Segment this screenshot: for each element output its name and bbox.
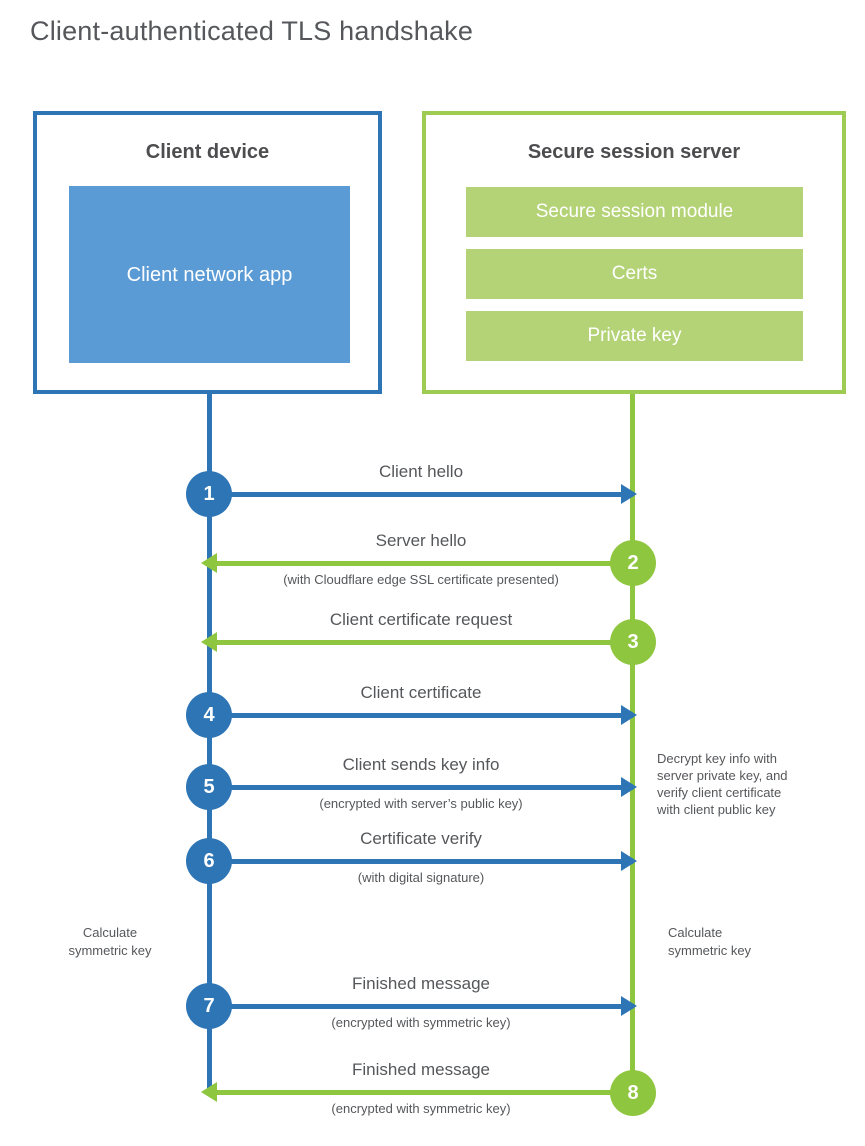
arrowhead-right-icon — [621, 484, 637, 504]
secure-session-server-title: Secure session server — [527, 141, 741, 163]
calculate-symmetric-key-note-client: Calculate symmetric key — [68, 925, 152, 958]
arrow-client-to-server — [209, 492, 633, 497]
arrow-server-to-client — [209, 640, 633, 645]
arrowhead-left-icon — [201, 632, 217, 652]
message-label: Certificate verify — [360, 829, 482, 848]
arrow-client-to-server — [209, 1004, 633, 1009]
client-network-app-box: Client network app — [69, 186, 350, 363]
client-device-box: Client device Client network app — [33, 111, 382, 394]
message-label: Client hello — [378, 462, 464, 481]
client-lifeline — [207, 394, 212, 1094]
client-device-title: Client device — [145, 141, 270, 163]
arrowhead-left-icon — [201, 553, 217, 573]
arrowhead-right-icon — [621, 777, 637, 797]
server-module-private-key: Private key — [466, 311, 803, 361]
message-label: Client sends key info — [342, 755, 500, 774]
arrow-server-to-client — [209, 1090, 633, 1095]
server-module-certs: Certs — [466, 249, 803, 299]
arrowhead-right-icon — [621, 996, 637, 1016]
message-label: Finished message — [352, 974, 490, 993]
step-circle: 7 — [186, 983, 232, 1029]
arrowhead-right-icon — [621, 705, 637, 725]
step-circle: 2 — [610, 540, 656, 586]
message-sublabel: (encrypted with symmetric key) — [331, 1015, 511, 1030]
message-label: Server hello — [375, 531, 467, 550]
page-title: Client-authenticated TLS handshake — [30, 16, 474, 46]
message-label: Client certificate request — [329, 610, 513, 629]
message-sublabel: (with digital signature) — [357, 870, 485, 885]
message-sublabel: (with Cloudflare edge SSL certificate pr… — [283, 572, 559, 587]
arrow-client-to-server — [209, 859, 633, 864]
message-label: Finished message — [352, 1060, 490, 1079]
step-circle: 5 — [186, 764, 232, 810]
step-circle: 4 — [186, 692, 232, 738]
arrowhead-left-icon — [201, 1082, 217, 1102]
server-module-secure-session: Secure session module — [466, 187, 803, 237]
step-circle: 1 — [186, 471, 232, 517]
arrow-client-to-server — [209, 785, 633, 790]
client-network-app-label: Client network app — [126, 263, 293, 286]
arrow-client-to-server — [209, 713, 633, 718]
message-sublabel: (encrypted with server’s public key) — [319, 796, 523, 811]
server-lifeline — [630, 394, 635, 1093]
step-circle: 8 — [610, 1070, 656, 1116]
arrowhead-right-icon — [621, 851, 637, 871]
calculate-symmetric-key-note-server: Calculate symmetric key — [668, 925, 752, 958]
arrow-server-to-client — [209, 561, 633, 566]
message-sublabel: (encrypted with symmetric key) — [331, 1101, 511, 1116]
secure-session-server-box: Secure session server Secure session mod… — [422, 111, 846, 394]
step-circle: 6 — [186, 838, 232, 884]
message-label: Client certificate — [360, 683, 482, 702]
step-circle: 3 — [610, 619, 656, 665]
decrypt-key-info-note: Decrypt key info with server private key… — [657, 751, 788, 817]
